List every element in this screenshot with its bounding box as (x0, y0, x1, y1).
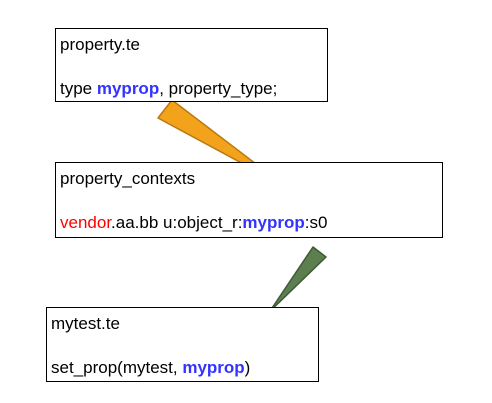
mytest-te-call: set_prop(mytest, myprop) (51, 358, 250, 378)
property-te-title: property.te (60, 35, 141, 54)
myprop-keyword: myprop (96, 79, 160, 98)
set-prop-prefix: set_prop(mytest, (51, 358, 183, 377)
myprop-keyword: myprop (242, 213, 305, 232)
context-suffix: :s0 (304, 213, 328, 232)
myprop-keyword: myprop (182, 358, 245, 377)
property-te-declaration: type myprop, property_type; (60, 79, 277, 99)
property-te-box: property.te type myprop, property_type; (55, 28, 328, 102)
mytest-te-box: mytest.te set_prop(mytest, myprop) (46, 307, 319, 382)
set-prop-suffix: ) (244, 358, 251, 377)
property-contexts-entry: vendor.aa.bb u:object_r:myprop:s0 (60, 213, 327, 233)
property-contexts-title: property_contexts (60, 169, 196, 188)
type-suffix: , property_type; (159, 79, 278, 98)
mytest-te-title: mytest.te (51, 314, 120, 333)
vendor-keyword: vendor (60, 213, 112, 232)
property-contexts-box: property_contexts vendor.aa.bb u:object_… (55, 162, 443, 238)
type-prefix: type (60, 79, 97, 98)
context-middle: .aa.bb u:object_r: (111, 213, 243, 232)
